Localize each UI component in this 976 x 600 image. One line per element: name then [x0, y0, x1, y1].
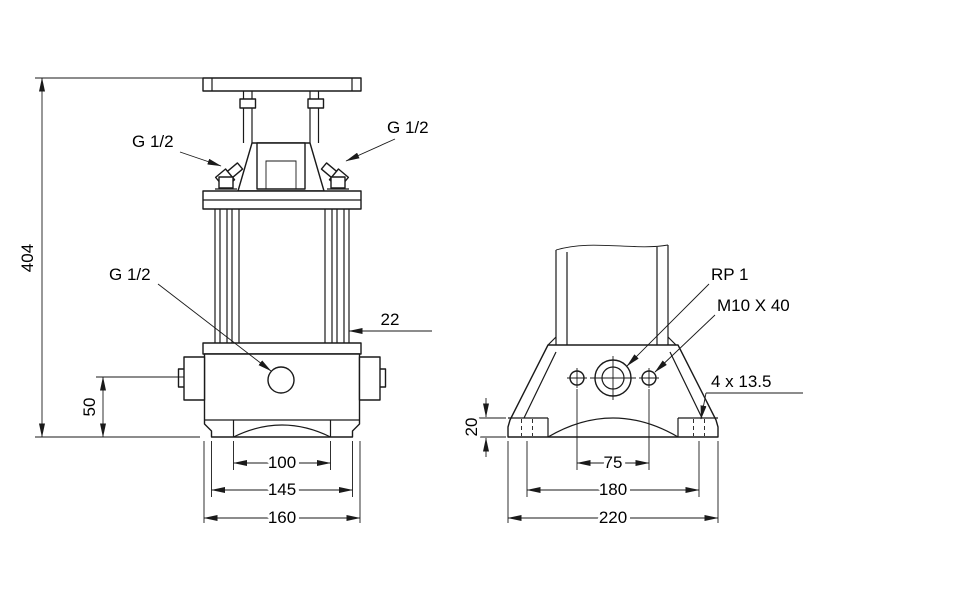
- gauge-port-hole: [267, 366, 295, 394]
- label-plug-right: G 1/2: [387, 118, 429, 137]
- label-foot-holes: 4 x 13.5: [711, 372, 772, 391]
- terminal-box: [256, 142, 306, 190]
- base-top-band: [202, 342, 362, 355]
- column-break-line: [555, 244, 669, 251]
- label-gauge-port: G 1/2: [109, 265, 151, 284]
- dim-base-overall-width: 220: [599, 508, 627, 527]
- leader-plug-right: [345, 138, 396, 162]
- dim-foot-pad-width: 145: [268, 480, 296, 499]
- leader-plug-left: [179, 151, 222, 167]
- label-clamp-bolt: M10 X 40: [717, 296, 790, 315]
- dim-foot-height: 20: [462, 418, 481, 437]
- leader-foot-holes: [700, 392, 707, 420]
- label-plug-left: G 1/2: [132, 132, 174, 151]
- dim-foot-hole-spacing: 180: [599, 480, 627, 499]
- front-view-dimensions: 404 50 22 100 145 160 G 1/2 G 1/2 G 1/2: [15, 77, 432, 531]
- leader-clamp-bolt: [654, 314, 716, 373]
- motor-stool-top-plate: [202, 77, 362, 92]
- port-boss-left: [177, 356, 206, 401]
- leader-port-thread: [626, 283, 710, 367]
- base-feet-details: [204, 419, 360, 438]
- foot-hole-hidden-lines: [521, 419, 705, 436]
- port-boss-right: [358, 356, 387, 401]
- dim-overall-height: 404: [18, 244, 37, 272]
- dim-bolt-spacing: 75: [604, 453, 623, 472]
- coupling-guard-studs: [242, 91, 320, 143]
- stud-nuts: [239, 98, 325, 109]
- bracket-details: [508, 336, 718, 438]
- terminal-box-inner: [265, 160, 297, 190]
- extension-lines: [478, 389, 719, 523]
- dim-clamp-offset: 22: [381, 310, 400, 329]
- top-plate-ribs: [211, 78, 353, 91]
- extension-lines: [35, 77, 361, 523]
- dim-base-overall-width: 160: [268, 508, 296, 527]
- label-port-thread: RP 1: [711, 265, 749, 284]
- leader-gauge-port: [157, 283, 272, 372]
- front-view: [177, 77, 387, 438]
- dim-port-centerline-height: 50: [80, 398, 99, 417]
- column-pipe: [555, 245, 669, 345]
- side-view: [507, 244, 719, 438]
- hole-centerlines: [567, 356, 659, 400]
- flange-nuts: [218, 176, 346, 189]
- tie-rods-and-sleeve: [214, 209, 350, 343]
- dim-foot-inner-width: 100: [268, 453, 296, 472]
- side-view-dimensions: 20 75 180 220 RP 1 M10 X 40 4 x 13.5: [459, 265, 803, 531]
